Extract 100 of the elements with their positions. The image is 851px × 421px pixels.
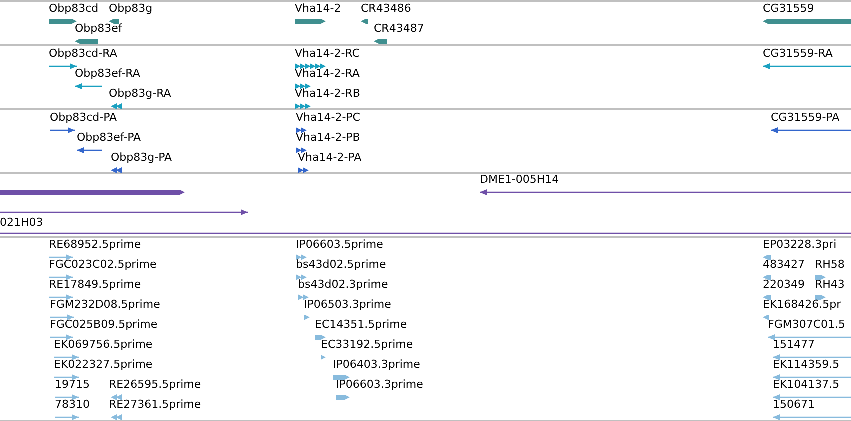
genome-feature (109, 2, 153, 25)
genome-feature (295, 67, 360, 90)
genome-feature (49, 258, 157, 281)
genome-feature (109, 87, 172, 110)
feature-label: 021H03 (0, 216, 44, 229)
feature-label: Obp83cd-PA (50, 111, 118, 124)
genome-feature (109, 378, 202, 401)
feature-label: EP03228.3pri (763, 238, 837, 251)
feature-label: Obp83g-RA (109, 87, 172, 100)
feature-label: EC14351.5prime (315, 318, 408, 331)
genome-feature (75, 67, 140, 90)
feature-label: RH58 (815, 258, 845, 271)
genome-feature (361, 2, 412, 25)
genome-feature (763, 278, 805, 301)
genome-feature (298, 278, 388, 301)
genome-feature (336, 378, 424, 401)
genome-feature (50, 298, 160, 321)
feature-label: Obp83cd-RA (49, 47, 118, 60)
feature-label: Obp83g-PA (111, 151, 172, 164)
feature-label: RE27361.5prime (109, 398, 202, 411)
genome-feature (295, 47, 360, 70)
feature-label: FGC025B09.5prime (50, 318, 158, 331)
genome-feature (771, 111, 851, 134)
genome-feature (321, 338, 414, 361)
genome-feature (374, 22, 424, 45)
genome-feature (49, 47, 118, 70)
feature-label: CR43486 (361, 2, 412, 15)
feature-label: IP06403.3prime (333, 358, 420, 371)
genome-feature (773, 338, 851, 361)
genome-feature (49, 238, 142, 261)
genome-feature (815, 258, 845, 281)
genome-feature (109, 398, 202, 421)
genome-feature (0, 187, 185, 196)
genome-feature (50, 318, 158, 341)
feature-label: EK022327.5prime (54, 358, 153, 371)
genome-feature (50, 111, 118, 134)
genome-feature (296, 258, 386, 281)
feature-label: 483427 (763, 258, 805, 271)
feature-label: RE17849.5prime (49, 278, 142, 291)
genome-feature (815, 278, 845, 301)
genome-feature (773, 378, 851, 401)
feature-label: Vha14-2 (295, 2, 342, 15)
feature-label: 150671 (773, 398, 815, 411)
genome-feature (75, 22, 122, 45)
feature-label: Obp83cd (49, 2, 99, 15)
feature-label: EC33192.5prime (321, 338, 414, 351)
feature-label: Vha14-2-RB (295, 87, 360, 100)
genome-feature (763, 238, 837, 261)
genome-feature (295, 2, 342, 25)
feature-label: bs43d02.3prime (298, 278, 388, 291)
feature-label: Vha14-2-PA (298, 151, 362, 164)
genome-feature (773, 398, 851, 421)
genome-feature (298, 151, 362, 174)
genome-feature (54, 338, 153, 361)
feature-label: bs43d02.5prime (296, 258, 386, 271)
feature-label: CG31559-PA (771, 111, 840, 124)
genome-feature (763, 258, 805, 281)
feature-label: RH43 (815, 278, 845, 291)
feature-label: 19715 (55, 378, 90, 391)
genome-feature (304, 298, 392, 321)
feature-label: IP06503.3prime (304, 298, 392, 311)
feature-label: Obp83ef-PA (77, 131, 142, 144)
feature-label: FGM232D08.5prime (50, 298, 160, 311)
feature-label: Vha14-2-RA (295, 67, 360, 80)
genome-feature (296, 111, 360, 134)
feature-label: IP06603.3prime (336, 378, 424, 391)
genome-feature (55, 398, 90, 421)
feature-label: EK104137.5 (773, 378, 840, 391)
feature-label: CR43487 (374, 22, 424, 35)
feature-label: Vha14-2-RC (295, 47, 360, 60)
feature-label: 220349 (763, 278, 805, 291)
genome-feature (49, 278, 142, 301)
feature-label: Obp83ef (75, 22, 122, 35)
feature-label: FGM307C01.5 (768, 318, 846, 331)
feature-label: IP06603.5prime (296, 238, 384, 251)
feature-label: EK114359.5 (773, 358, 840, 371)
feature-label: EK168426.5pr (763, 298, 842, 311)
genome-feature (296, 131, 360, 154)
genome-feature (55, 378, 90, 401)
feature-label: CG31559-RA (763, 47, 833, 60)
genome-feature (296, 238, 384, 261)
genome-feature (54, 358, 153, 381)
genome-feature (295, 87, 360, 110)
feature-label: Obp83ef-RA (75, 67, 140, 80)
feature-label: DME1-005H14 (480, 173, 560, 186)
genome-feature (763, 2, 851, 25)
feature-label: RE68952.5prime (49, 238, 142, 251)
genome-feature (773, 358, 851, 381)
genome-feature (480, 173, 851, 196)
feature-label: 151477 (773, 338, 815, 351)
feature-label: Vha14-2-PB (296, 131, 360, 144)
feature-label: EK069756.5prime (54, 338, 153, 351)
genome-feature (763, 47, 851, 70)
genome-feature (315, 318, 408, 341)
feature-label: CG31559 (763, 2, 814, 15)
genome-feature (111, 151, 172, 174)
genome-feature (49, 2, 99, 25)
genome-feature (333, 358, 420, 381)
genome-feature (763, 298, 842, 321)
genome-feature (768, 318, 851, 341)
